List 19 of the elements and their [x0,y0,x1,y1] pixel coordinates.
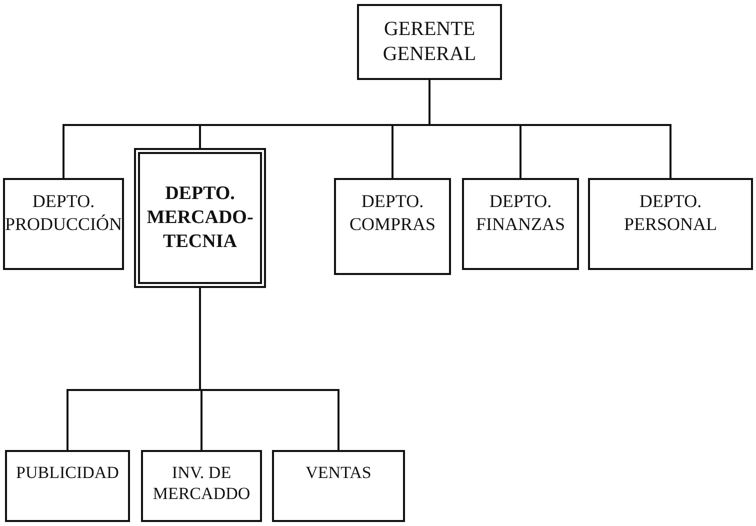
box-label: DEPTO. PERSONAL [622,190,718,235]
connector-line [428,80,672,178]
org-box [5,450,130,522]
box-label: PUBLICIDAD [16,462,119,484]
org-box [134,148,266,288]
org-box [334,178,451,275]
box-label: GERENTE GENERAL [382,17,478,67]
box-label: INV. DE MERCADDO [152,462,252,504]
org-box [3,178,124,270]
box-label: DEPTO. PRODUCCIÓN [5,190,122,235]
box-label: DEPTO. MERCADO-TECNIA [146,182,254,254]
org-box [141,450,262,522]
org-box [462,178,579,270]
org-box [272,450,405,522]
org-box [357,4,502,80]
box-label: DEPTO. COMPRAS [348,190,437,235]
box-label: DEPTO. FINANZAS [474,190,566,235]
org-box [588,178,753,270]
box-label: VENTAS [306,462,372,484]
